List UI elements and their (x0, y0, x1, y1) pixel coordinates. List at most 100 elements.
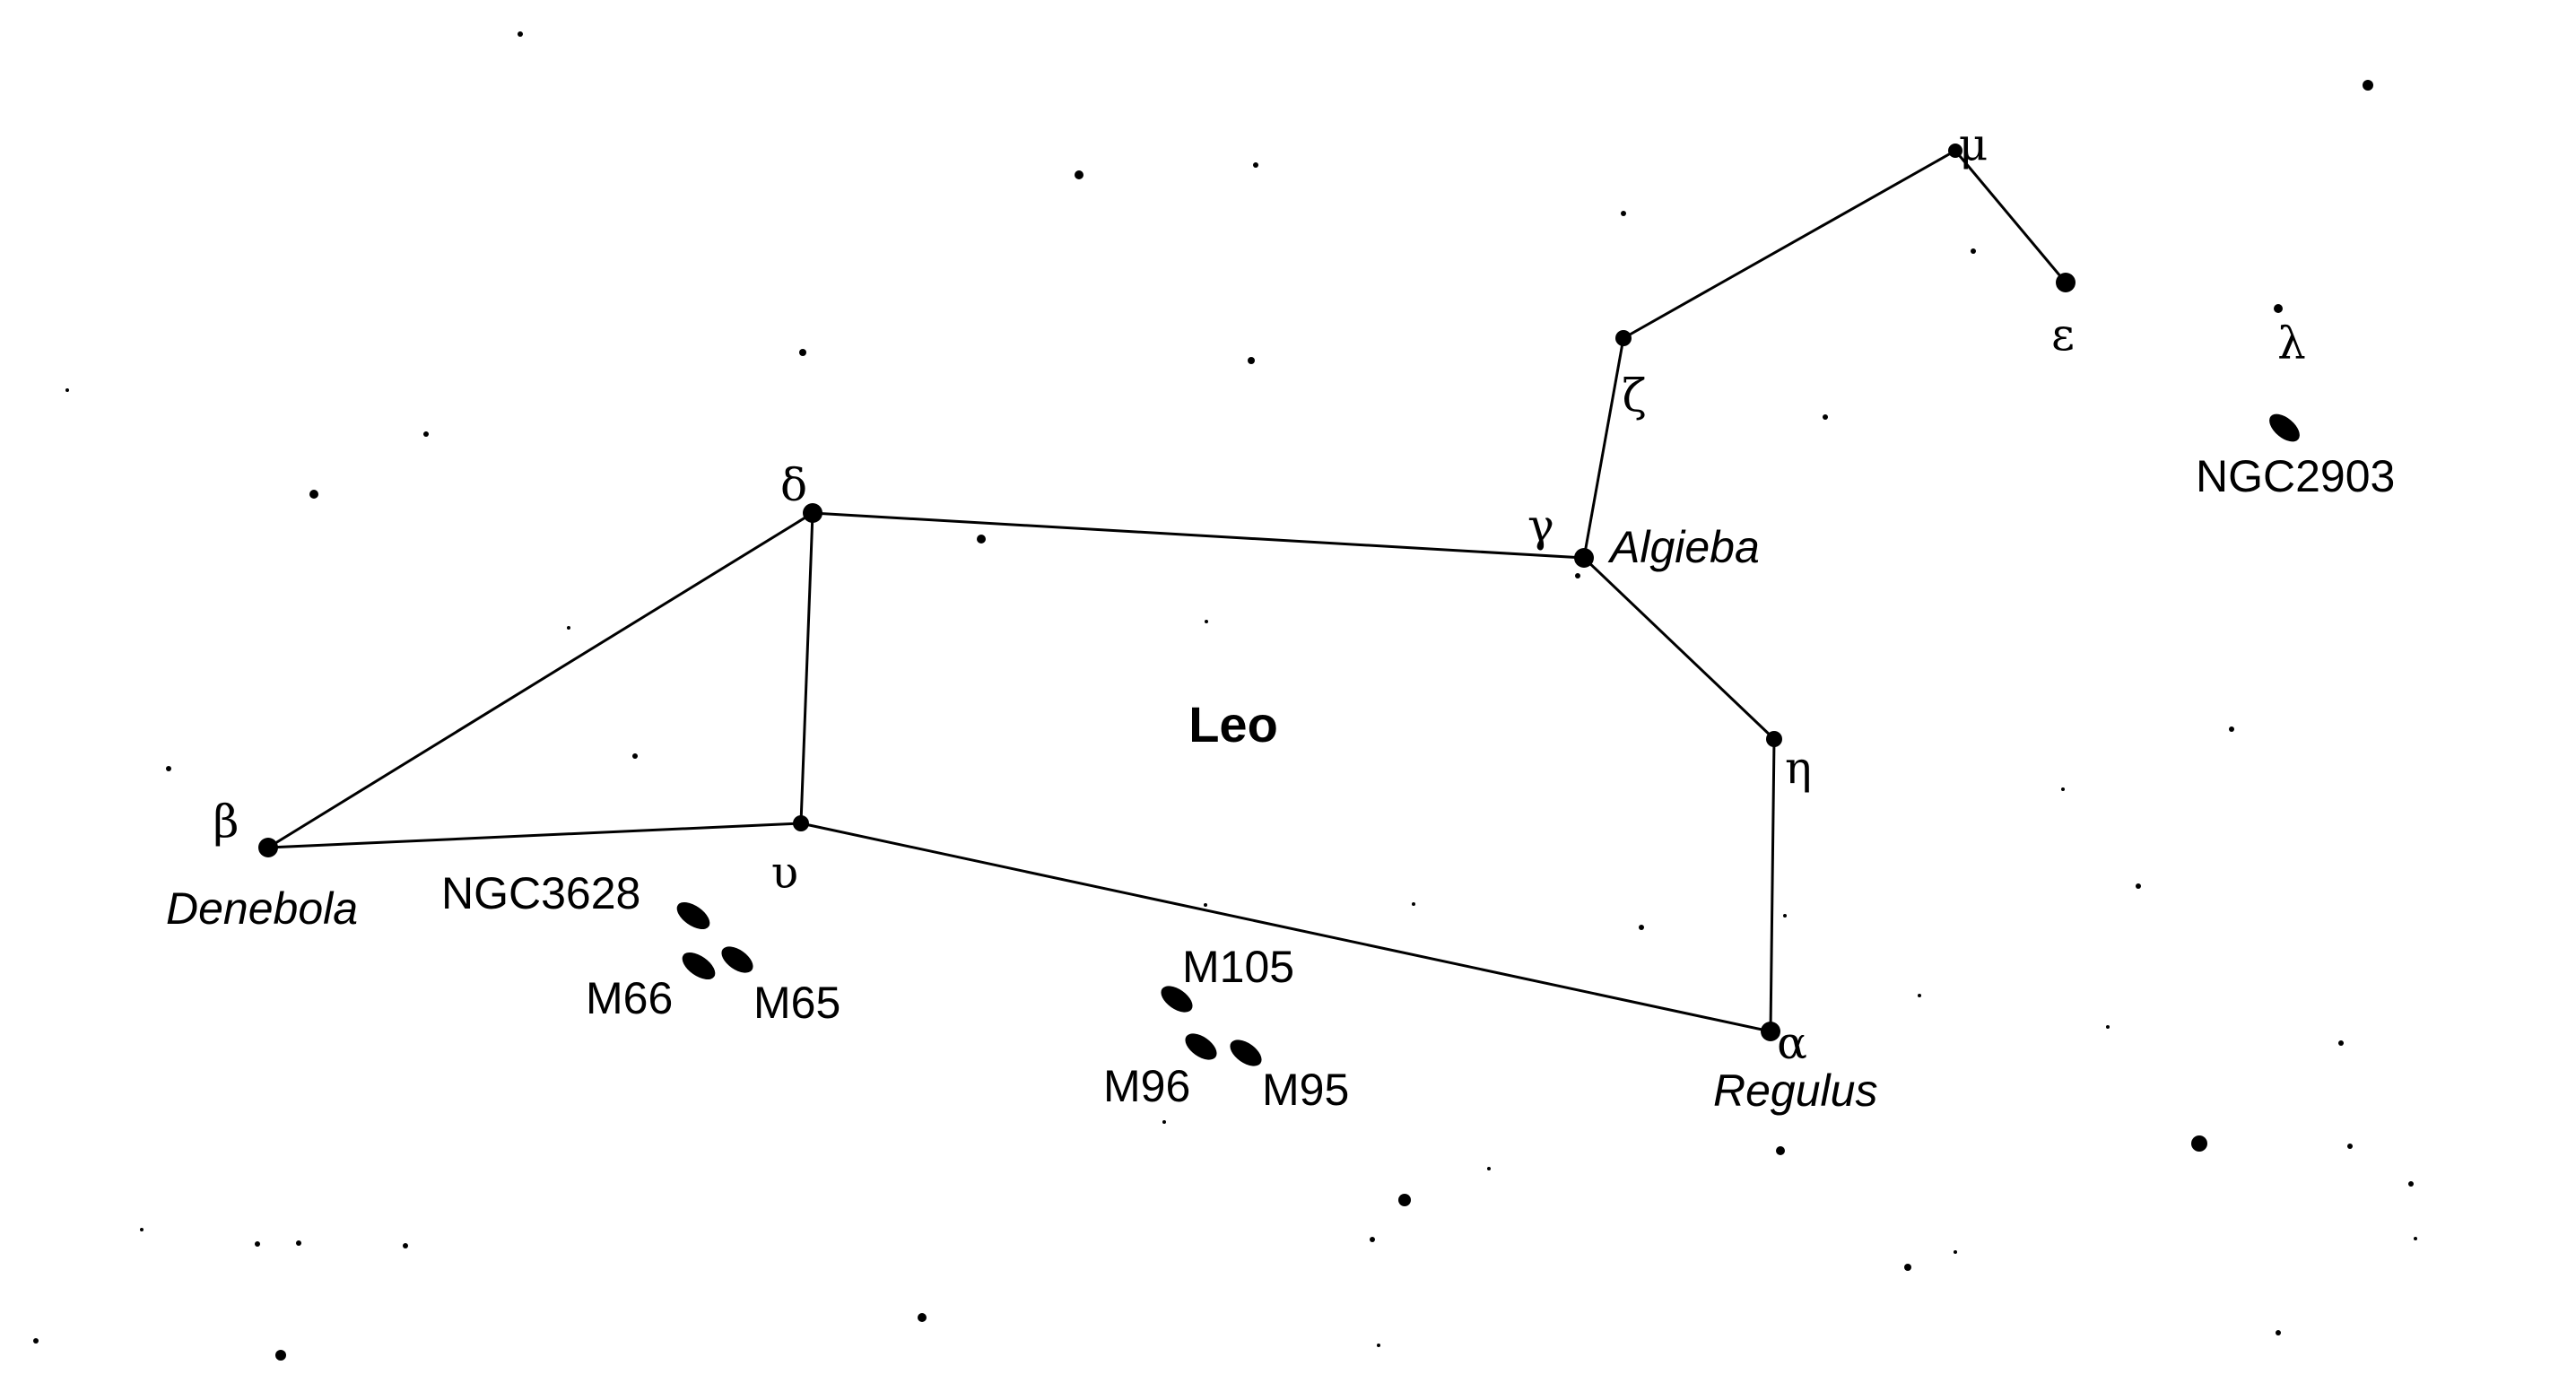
line-delta-beta (267, 511, 814, 849)
field-star (403, 1243, 408, 1248)
greek-label-alpha: α (1777, 1017, 1807, 1069)
field-star (518, 31, 523, 37)
field-star (799, 349, 806, 356)
greek-label-gamma: γ (1527, 500, 1554, 552)
field-star (1412, 902, 1415, 906)
greek-label-epsilon: ε (2051, 309, 2075, 361)
star-mu (1948, 144, 1962, 158)
field-star (1904, 1264, 1911, 1271)
field-star (2136, 883, 2141, 889)
greek-label-beta: β (213, 796, 239, 848)
field-star (2061, 787, 2065, 791)
field-star (296, 1240, 301, 1246)
greek-label-eta: η (1785, 742, 1812, 794)
field-star (140, 1228, 144, 1231)
field-star (1205, 620, 1208, 623)
field-star (1075, 170, 1083, 179)
galaxy-m96 (1185, 1033, 1217, 1060)
star-lambda (2274, 304, 2283, 313)
star-gamma (1574, 548, 1594, 568)
field-star (1398, 1194, 1411, 1206)
background-stars (33, 31, 2417, 1361)
galaxy-label-m105: M105 (1182, 942, 1294, 992)
galaxy-m65 (721, 946, 753, 973)
deep-sky-objects (676, 413, 2300, 1066)
star-beta (258, 838, 278, 857)
line-mu-zeta (1623, 149, 1956, 340)
field-star (1823, 414, 1828, 420)
field-star (2414, 1237, 2417, 1240)
field-star (1162, 1120, 1166, 1124)
star-eta (1766, 731, 1782, 747)
field-star (632, 753, 638, 759)
line-eta-alpha (1769, 738, 1776, 1032)
field-star (255, 1241, 260, 1247)
line-zeta-gamma (1582, 337, 1625, 559)
line-beta-upsilon (267, 822, 802, 849)
field-star (2106, 1025, 2110, 1029)
galaxy-ngc2903 (2269, 413, 2300, 442)
field-star (1248, 357, 1255, 364)
field-star (1253, 162, 1258, 168)
galaxy-label-m65: M65 (753, 978, 840, 1028)
star-zeta (1615, 330, 1632, 346)
field-star (2363, 80, 2373, 91)
greek-label-delta: δ (780, 459, 807, 511)
field-star (2276, 1330, 2281, 1335)
line-gamma-eta (1582, 556, 1776, 741)
field-star (1487, 1167, 1491, 1170)
field-star (2191, 1135, 2207, 1152)
field-star (1783, 914, 1787, 918)
galaxy-label-m96: M96 (1103, 1061, 1190, 1111)
galaxy-label-ngc2903: NGC2903 (2196, 451, 2395, 501)
galaxy-label-ngc3628: NGC3628 (441, 868, 640, 918)
field-star (2338, 1040, 2344, 1046)
line-upsilon-delta (799, 512, 814, 824)
field-star (1370, 1237, 1375, 1242)
field-star (1954, 1250, 1957, 1254)
field-star (1918, 994, 1921, 997)
star-upsilon (793, 815, 809, 831)
field-star (1377, 1344, 1380, 1347)
field-star (2408, 1181, 2414, 1187)
star-name-gamma: Algieba (1607, 522, 1760, 572)
galaxy-label-m66: M66 (586, 973, 673, 1023)
field-star (977, 535, 986, 544)
field-star (1575, 573, 1580, 578)
field-star (2229, 726, 2234, 732)
field-star (166, 766, 171, 771)
greek-label-upsilon: υ (771, 847, 798, 899)
galaxy-ngc3628 (676, 901, 710, 930)
greek-label-mu: μ (1959, 118, 1989, 170)
galaxy-m66 (682, 952, 716, 980)
greek-label-zeta: ζ (1622, 370, 1646, 422)
field-star (33, 1338, 39, 1344)
galaxy-m105 (1161, 986, 1193, 1013)
star-name-alpha: Regulus (1713, 1066, 1877, 1116)
field-star (275, 1350, 286, 1361)
galaxy-label-m95: M95 (1262, 1065, 1349, 1115)
field-star (918, 1313, 927, 1322)
constellation-lines (267, 149, 2067, 1033)
field-star (1776, 1146, 1785, 1155)
field-star (567, 626, 570, 630)
line-alpha-upsilon (800, 822, 1771, 1033)
field-star (1971, 248, 1976, 254)
field-star (1621, 211, 1626, 216)
star-name-beta: Denebola (166, 883, 358, 934)
field-star (1204, 903, 1207, 907)
constellation-stars (258, 144, 2283, 1041)
field-star (65, 388, 69, 392)
galaxy-m95 (1230, 1039, 1262, 1066)
field-star (309, 490, 318, 499)
field-star (2347, 1144, 2353, 1149)
star-delta (803, 503, 822, 523)
star-alpha (1761, 1022, 1780, 1041)
greek-label-lambda: λ (2277, 317, 2306, 370)
field-star (423, 431, 429, 437)
line-delta-gamma (812, 511, 1585, 560)
star-epsilon (2056, 273, 2076, 292)
constellation-title: Leo (1188, 696, 1278, 752)
